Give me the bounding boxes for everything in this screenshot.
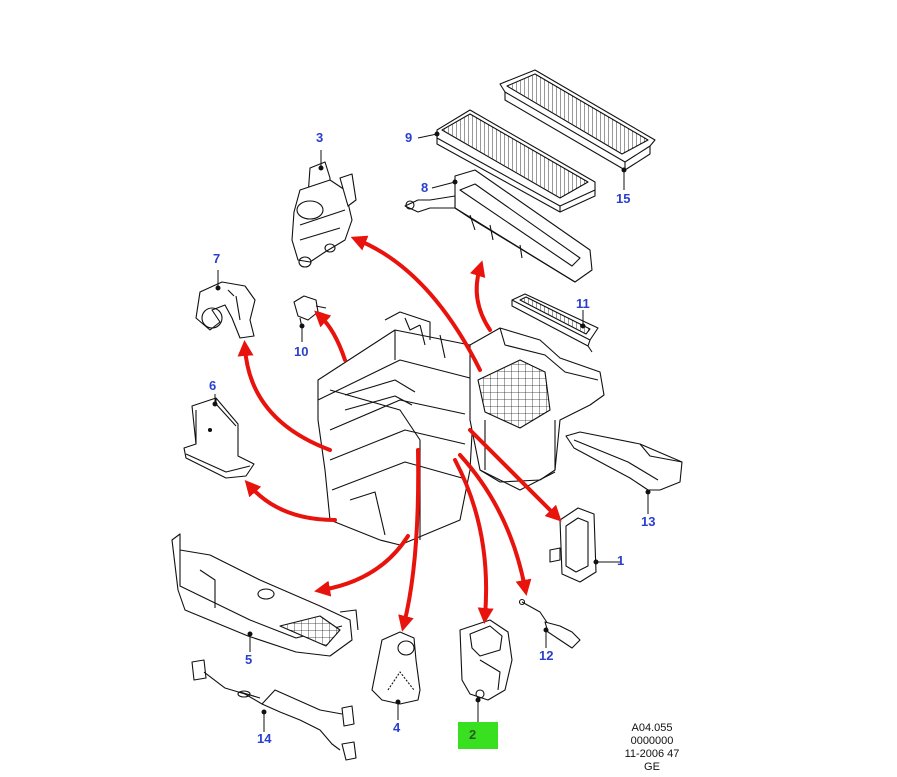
reference-line-1: A04.055 [631, 722, 673, 734]
callout-13: 13 [641, 514, 656, 529]
callout-9: 9 [405, 130, 413, 145]
callout-15: 15 [616, 191, 631, 206]
callout-14: 14 [257, 731, 272, 746]
callout-7: 7 [213, 251, 221, 266]
part-wiring-harness [191, 659, 357, 761]
callout-12: 12 [539, 648, 554, 663]
part-temperature-sensor [293, 295, 327, 329]
part-filter-frame [511, 293, 599, 353]
callout-11: 11 [576, 296, 590, 311]
highlighted-part-marker[interactable] [458, 722, 498, 749]
callout-10: 10 [294, 344, 309, 359]
reference-line-3: 11-2006 47 [624, 748, 680, 760]
part-actuator-motor [291, 161, 357, 268]
leader-lines [212, 131, 651, 732]
part-filter-housing [404, 169, 593, 283]
callout-3: 3 [316, 130, 324, 145]
explosion-arrows [237, 235, 562, 632]
callout-4: 4 [393, 720, 401, 735]
part-cable-sensor [518, 598, 581, 649]
part-air-inlet-duct [565, 431, 683, 491]
reference-line-2: 0000000 [630, 735, 674, 747]
callout-2[interactable]: 2 [469, 727, 477, 742]
part-air-duct-elbow [195, 281, 256, 339]
part-blower-housing [469, 327, 605, 491]
callout-5: 5 [245, 652, 253, 667]
part-blend-actuator [371, 631, 421, 705]
part-cabin-filter-right [499, 69, 656, 171]
callout-8: 8 [421, 180, 429, 195]
reference-line-4: GE [644, 761, 660, 773]
part-hvac-main-housing [317, 311, 476, 546]
part-foot-duct [183, 397, 255, 479]
callout-6: 6 [209, 378, 217, 393]
part-lower-duct [171, 533, 359, 657]
part-mode-actuator [459, 619, 513, 701]
part-control-module [549, 507, 597, 583]
drawing-reference: A04.055 0000000 11-2006 47 GE [612, 722, 692, 774]
callout-1: 1 [617, 553, 625, 568]
part-cabin-filter-left [436, 109, 596, 213]
